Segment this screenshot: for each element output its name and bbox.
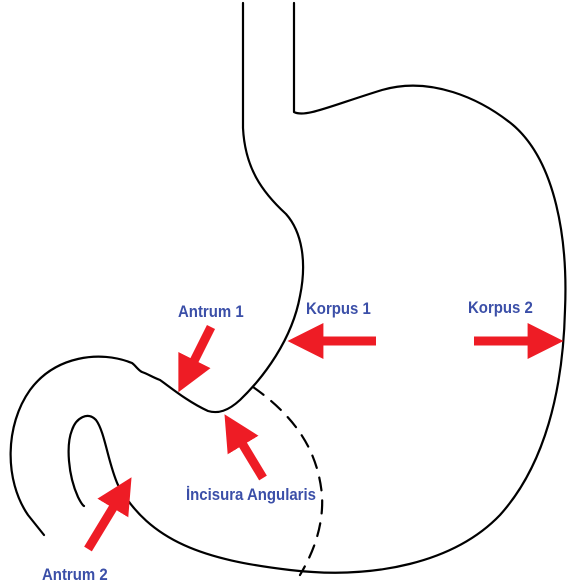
- greater-curvature-line: [69, 3, 566, 573]
- label-incisura-angularis: İncisura Angularis: [186, 486, 316, 503]
- label-korpus-2: Korpus 2: [468, 299, 533, 316]
- label-antrum-2: Antrum 2: [42, 566, 108, 583]
- antrum-boundary-dashed: [253, 387, 322, 575]
- arrow-incisura-angularis: [231, 425, 263, 478]
- lesser-curvature-line: [11, 3, 303, 535]
- label-antrum-1: Antrum 1: [178, 303, 244, 320]
- arrow-antrum-1: [184, 327, 211, 381]
- label-korpus-1: Korpus 1: [306, 300, 371, 317]
- arrow-antrum-2: [88, 488, 125, 549]
- arrows: [88, 327, 551, 549]
